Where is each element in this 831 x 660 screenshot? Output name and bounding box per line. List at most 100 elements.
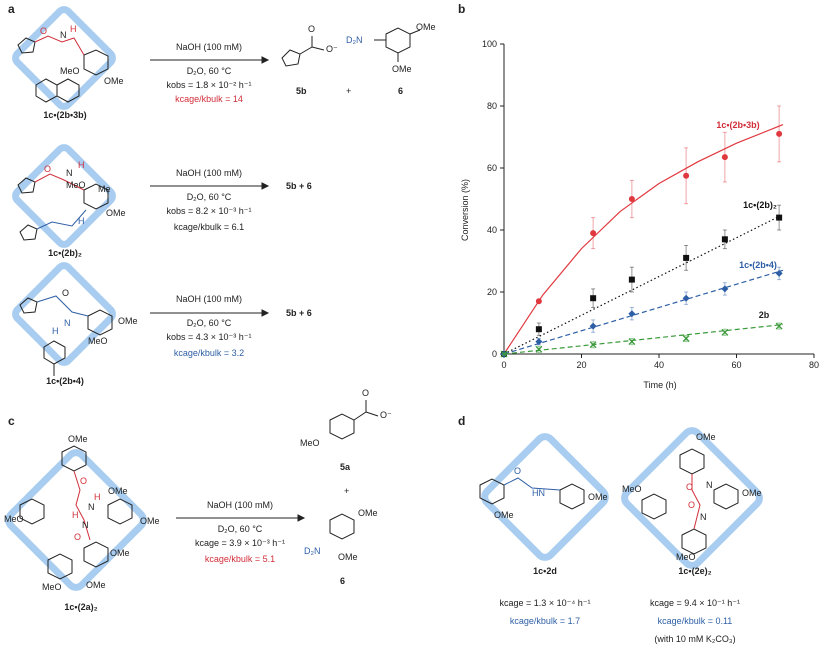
cage-d-left	[481, 433, 609, 561]
c-prod-MeO: MeO	[300, 438, 320, 448]
d-left-ratio: kcage/kbulk = 1.7	[509, 616, 581, 626]
series-fit-1	[503, 213, 784, 355]
cage-d-right	[621, 427, 763, 569]
cage-row3	[12, 262, 116, 366]
data-point	[535, 345, 543, 353]
y-tick-label: 20	[487, 287, 497, 297]
row2-kobs: kobs = 8.2 × 10⁻³ h⁻¹	[166, 206, 252, 216]
c-prod-5a: 5a	[340, 462, 351, 472]
ring-row1-thiophene	[17, 37, 36, 54]
ring-d-right-top	[679, 448, 705, 475]
row3-H: H	[52, 326, 59, 336]
ring-row3-tolyl	[43, 340, 66, 365]
x-tick-label: 40	[654, 360, 664, 370]
cage-c	[5, 449, 147, 591]
cage-row2	[12, 144, 116, 248]
row1-MeO: MeO	[60, 66, 80, 76]
d-right-O1: O	[686, 482, 694, 492]
c-prod-OMe-bot: OMe	[338, 552, 358, 562]
c-H1: H	[94, 492, 101, 502]
panel-label-d: d	[458, 414, 466, 428]
data-point	[721, 236, 728, 243]
c-prod-D2N: D₂N	[304, 546, 321, 556]
data-point	[589, 341, 597, 349]
panel-label-a: a	[8, 2, 15, 16]
c-ratio: kcage/kbulk = 5.1	[204, 554, 276, 564]
row2-OMe: OMe	[106, 208, 126, 218]
data-point	[628, 310, 636, 318]
row3-N: N	[64, 318, 71, 328]
data-point	[776, 214, 783, 221]
ring-row1-naph2	[56, 78, 80, 103]
ring-c-left	[19, 498, 45, 525]
ring-d-right-right	[713, 483, 739, 510]
ring-d-left-b	[559, 483, 585, 510]
data-point	[721, 328, 729, 336]
data-point	[775, 269, 783, 277]
d-left-complex: 1c•2d	[533, 566, 557, 576]
row2-MeO: MeO	[66, 180, 86, 190]
d-right-MeO-left: MeO	[622, 484, 642, 494]
row2-H2: H	[78, 216, 85, 226]
x-tick-label: 60	[731, 360, 741, 370]
x-tick-label: 0	[501, 360, 506, 370]
c-prod-carboxylate: O⁻	[380, 410, 392, 420]
bond-6-subst	[374, 29, 421, 62]
y-tick-label: 40	[487, 225, 497, 235]
row1-N: N	[60, 30, 67, 40]
data-point	[682, 335, 690, 342]
c-kcage: kcage = 3.9 × 10⁻³ h⁻¹	[194, 538, 286, 548]
d-right-O2: O	[688, 500, 696, 510]
data-point	[589, 322, 597, 330]
ring-c-bottom	[83, 541, 109, 568]
ring-d-right-left	[641, 493, 667, 520]
data-point	[628, 276, 635, 283]
legend-label-2b2: 1c•(2b)₂	[743, 200, 777, 210]
row1-kobs: kobs = 1.8 × 10⁻² h⁻¹	[166, 80, 252, 90]
series-fit-2	[503, 269, 784, 355]
row1-condition: NaOH (100 mM)	[175, 42, 242, 52]
c-O1: O	[80, 476, 88, 486]
row3-condition: NaOH (100 mM)	[175, 294, 242, 304]
row1-OMe: OMe	[104, 76, 124, 86]
ring-c-lowleft	[47, 553, 73, 580]
row1-prod-carboxylate: O⁻	[326, 44, 338, 54]
panel-label-b: b	[458, 2, 466, 16]
row1-prod-D2N: D₂N	[346, 35, 363, 45]
data-point	[535, 298, 542, 305]
d-left-OMe1: OMe	[494, 510, 514, 520]
y-tick-label: 100	[482, 39, 497, 49]
legend-label-2b3b: 1c•(2b•3b)	[716, 120, 759, 130]
chart-ylabel: Conversion (%)	[460, 179, 470, 241]
c-MeO-lower-left: MeO	[42, 582, 62, 592]
c-prod-6: 6	[340, 576, 346, 586]
c-OMe-upper-right: OMe	[108, 486, 128, 496]
row3-complex: 1c•(2b•4)	[46, 376, 84, 386]
ring-row1-aryl	[83, 49, 109, 76]
row2-ratio: kcage/kbulk = 6.1	[173, 222, 245, 232]
row3-MeO: MeO	[88, 336, 108, 346]
bond-row2-amide1	[34, 173, 85, 191]
row3-products: 5b + 6	[286, 308, 312, 318]
d-left-OMe2: OMe	[588, 492, 608, 502]
legend-label-2b: 2b	[759, 310, 770, 320]
row2-complex: 1c•(2b)₂	[48, 248, 82, 258]
c-MeO-left: MeO	[4, 514, 24, 524]
ring-row3-aryl	[87, 309, 113, 336]
c-OMe-bottom: OMe	[86, 580, 106, 590]
ring-row2-thiophene2	[19, 224, 38, 241]
ring-6-aryl	[385, 27, 411, 54]
data-point	[535, 326, 542, 333]
d-right-complex: 1c•(2e)₂	[678, 566, 712, 576]
data-point	[721, 285, 729, 293]
c-OMe-top: OMe	[68, 434, 88, 444]
data-point	[628, 196, 635, 202]
ring-c-right	[107, 498, 133, 525]
c-temp: D₂O, 60 °C	[217, 524, 263, 534]
d-left-kcage: kcage = 1.3 × 10⁻⁴ h⁻¹	[499, 598, 591, 608]
data-point	[590, 230, 597, 237]
y-tick-label: 0	[492, 349, 497, 359]
d-left-HN: HN	[532, 488, 545, 498]
d-right-OMe-top: OMe	[696, 432, 716, 442]
row2-Me: Me	[98, 184, 111, 194]
